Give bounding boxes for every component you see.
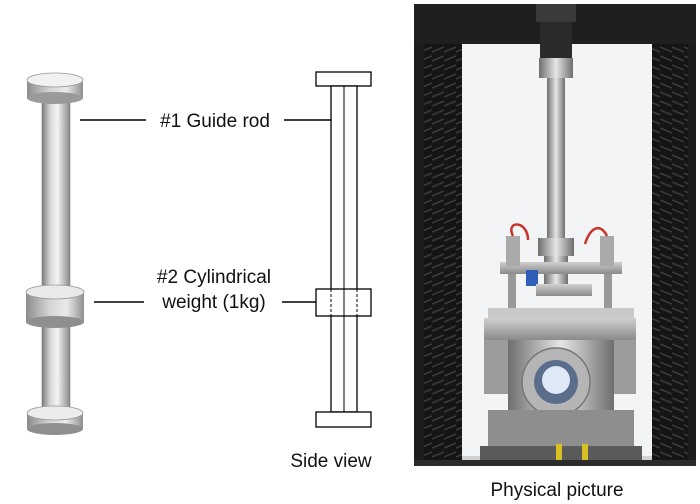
rod-3d-weight bbox=[25, 284, 85, 328]
rod-3d-top-cap bbox=[26, 72, 84, 104]
label-weight-line2: weight (1kg) bbox=[161, 292, 266, 313]
rod-3d-shaft bbox=[41, 94, 71, 414]
side-view-bottom-cap bbox=[315, 411, 372, 428]
machine-right-column bbox=[652, 6, 690, 462]
physical-picture-photo bbox=[414, 4, 696, 466]
side-view-top-cap bbox=[315, 71, 372, 87]
rod-3d-bottom-cap bbox=[26, 405, 84, 435]
rod-3d-model bbox=[25, 72, 85, 435]
label-weight-line1: #2 Cylindrical bbox=[157, 267, 271, 288]
machine-left-column bbox=[422, 6, 462, 462]
side-view-drawing bbox=[315, 71, 372, 428]
label-side-view: Side view bbox=[290, 451, 372, 472]
label-guide-rod: #1 Guide rod bbox=[160, 111, 270, 132]
label-physical-picture: Physical picture bbox=[490, 480, 623, 501]
